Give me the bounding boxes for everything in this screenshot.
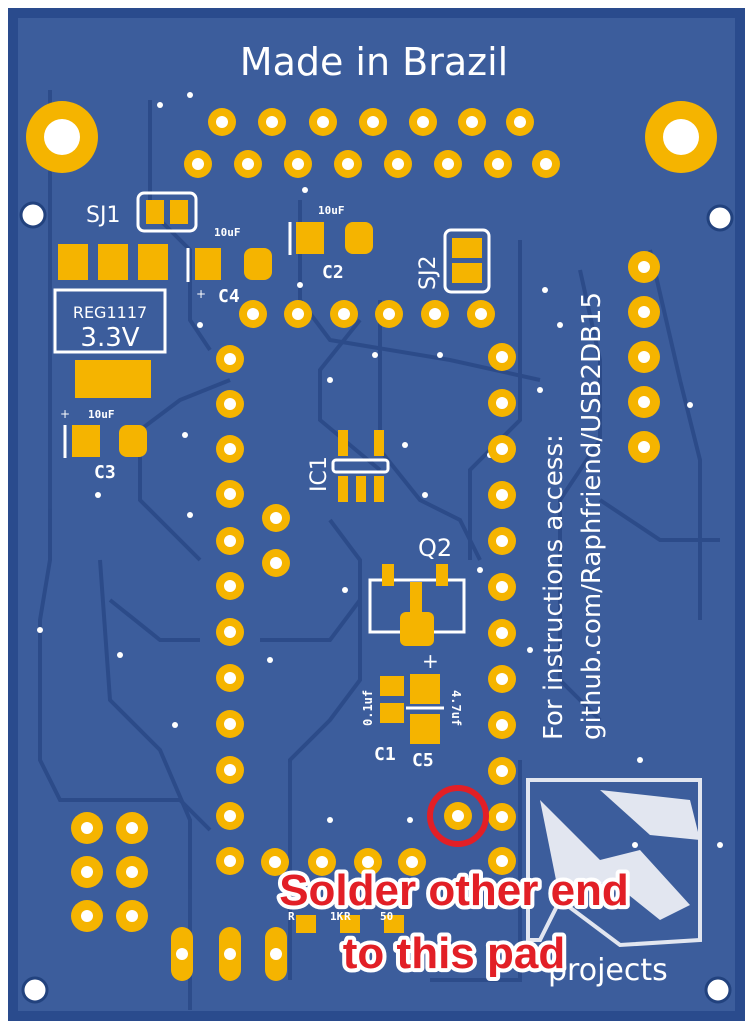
- instructions-line-2: github.com/Raphfriend/USB2DB15: [577, 292, 607, 740]
- extra-pads: [261, 504, 426, 876]
- callout-line-1: Solder other end: [279, 866, 629, 915]
- label-plus-c4: +: [196, 287, 206, 301]
- edge-holes: [19, 201, 734, 1004]
- mounting-hole-top-right: [645, 101, 717, 173]
- bottom-left-header-pads: [71, 812, 148, 932]
- callout-line-2-outline: to this pad: [343, 929, 565, 978]
- copper-traces: [38, 90, 720, 1010]
- label-c4-value: 10uF: [214, 226, 241, 239]
- ic1-chip: [331, 430, 390, 502]
- red-highlight-circle: [427, 785, 489, 847]
- bottom-oval-pads: [171, 927, 287, 981]
- module-left-pin-column: [216, 345, 244, 875]
- label-plus-c5: +: [422, 649, 439, 673]
- label-c2-value: 10uF: [318, 204, 345, 217]
- label-c1: C1: [374, 744, 396, 765]
- header-pads-row: [239, 300, 495, 328]
- callout-line-2: to this pad: [343, 929, 565, 978]
- label-c3-value: 10uF: [88, 408, 115, 421]
- transistor-q2: [368, 564, 466, 646]
- label-r-partial-3: R: [344, 910, 351, 923]
- logo-text: projects: [548, 953, 668, 988]
- label-c4: C4: [218, 286, 240, 307]
- label-sj2: SJ2: [416, 256, 441, 290]
- vias: [37, 92, 723, 848]
- mounting-hole-top-left: [26, 101, 98, 173]
- regulator-reg1117: [53, 244, 168, 398]
- label-q2: Q2: [418, 534, 452, 562]
- module-right-pin-column: [488, 343, 516, 875]
- capacitor-c3: [63, 425, 147, 458]
- bottom-smd-resistors: [296, 915, 404, 933]
- label-ic1: IC1: [307, 456, 332, 492]
- right-header-pads: [628, 251, 660, 463]
- projects-logo: [526, 778, 702, 948]
- label-sj1: SJ1: [86, 203, 120, 228]
- regulator-name: REG1117: [73, 303, 147, 322]
- label-plus-c3: +: [60, 407, 70, 421]
- board-title: Made in Brazil: [240, 40, 508, 84]
- board-ground-pour: [18, 18, 735, 1011]
- label-c5-value: 4.7uf: [449, 690, 463, 726]
- capacitor-c2: [288, 222, 373, 255]
- regulator-voltage: 3.3V: [80, 323, 139, 353]
- solder-jumper-sj2: [443, 228, 491, 294]
- label-c1-value: 0.1uf: [361, 690, 375, 726]
- label-c5: C5: [412, 750, 434, 771]
- instructions-line-1: For instructions access:: [539, 434, 569, 740]
- label-r-partial-1: R: [288, 910, 295, 923]
- label-c3: C3: [94, 462, 116, 483]
- solder-jumper-sj1: [136, 191, 198, 233]
- capacitor-c4: [186, 248, 272, 282]
- label-c2: C2: [322, 262, 344, 283]
- capacitor-c1-c5: [380, 674, 444, 744]
- target-solder-pad: [444, 802, 472, 830]
- callout-line-1-outline: Solder other end: [279, 866, 629, 915]
- label-r-partial-4: 50: [380, 910, 393, 923]
- label-r-partial-2: 1K: [330, 910, 344, 923]
